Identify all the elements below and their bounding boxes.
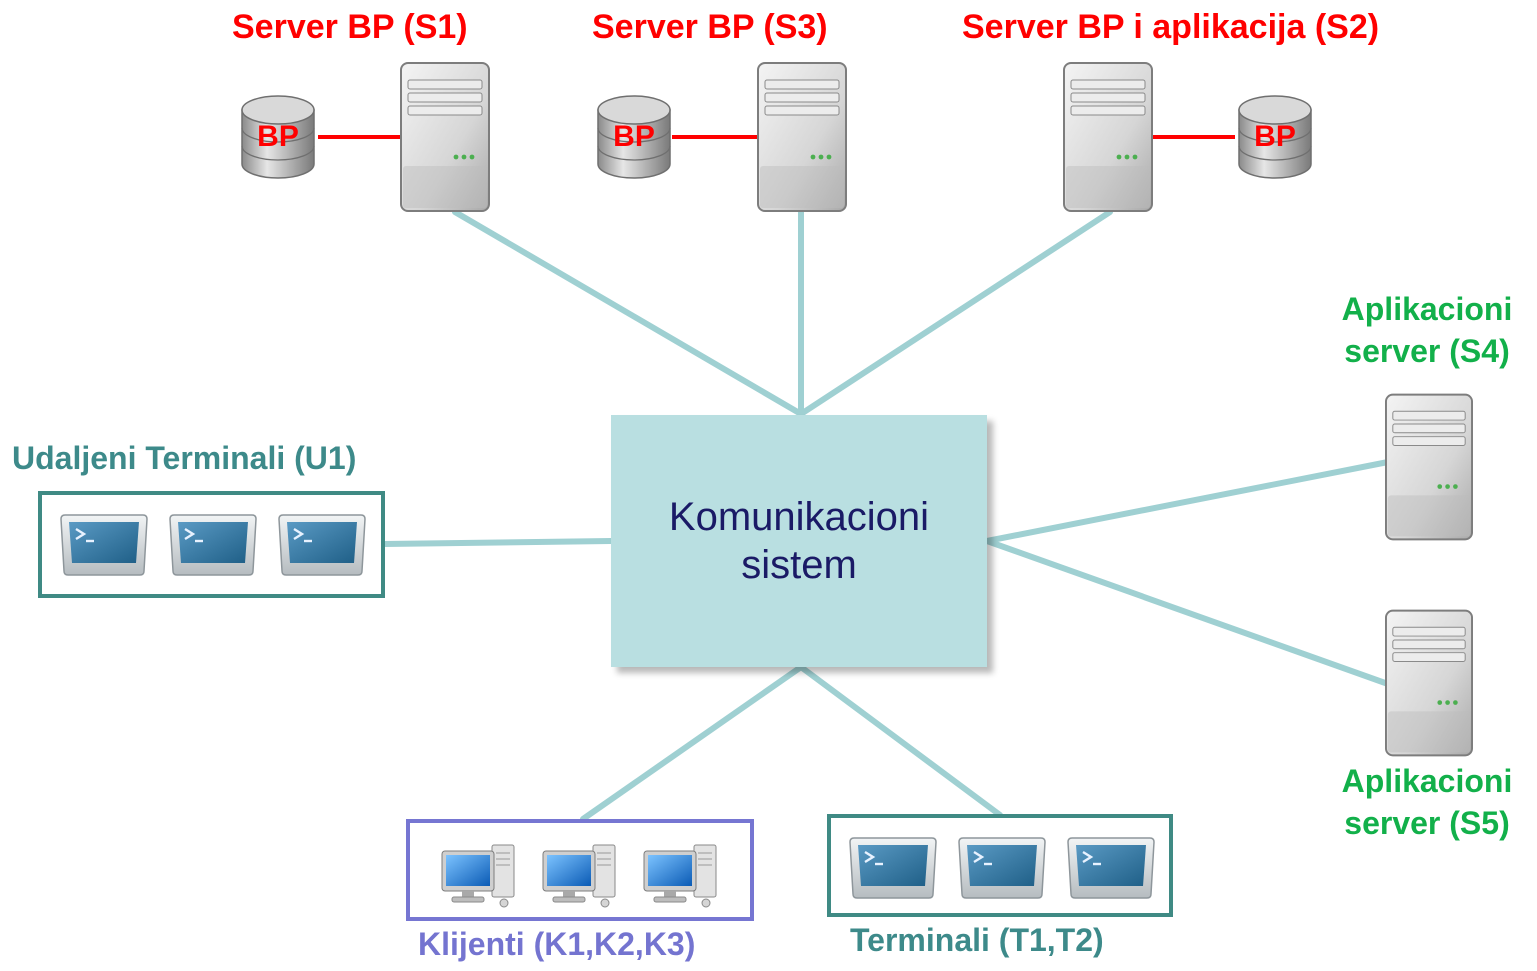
terminal-monitor-icon [167, 513, 259, 579]
link-u1 [382, 538, 614, 547]
server-s2 [1063, 62, 1153, 212]
desktop-computer-icon [541, 841, 621, 911]
hub-label-line2: sistem [741, 543, 857, 587]
terminal-monitor-icon [58, 513, 150, 579]
link-terminals [798, 664, 1003, 818]
hub-label: Komunikacioni sistem [611, 493, 987, 589]
remote-terminals-label: Udaljeni Terminali (U1) [12, 440, 357, 476]
server-s4-label: Aplikacioni server (S4) [1320, 288, 1534, 372]
server-icon [400, 62, 490, 212]
link-s5 [984, 538, 1391, 687]
terminal-monitor-icon [276, 513, 368, 579]
remote-terminals-group [38, 491, 385, 598]
terminal-monitor-icon [956, 836, 1048, 902]
database-s3: BP [594, 92, 674, 182]
server-s3 [757, 62, 847, 212]
server-s5 [1385, 608, 1473, 758]
database-s1-label: BP [257, 120, 299, 153]
link-s4 [984, 459, 1391, 544]
server-icon [1063, 62, 1153, 212]
terminal-monitor-icon [847, 836, 939, 902]
clients-label: Klijenti (K1,K2,K3) [418, 926, 696, 962]
terminals-group [827, 814, 1173, 917]
communication-system-hub: Komunikacioni sistem [611, 415, 987, 667]
server-s4-label-line2: server (S4) [1344, 333, 1510, 369]
clients-group [406, 819, 754, 921]
server-s4 [1385, 392, 1473, 542]
server-s5-label-line1: Aplikacioni [1341, 763, 1513, 799]
link-s1 [452, 209, 804, 417]
hub-label-line1: Komunikacioni [668, 495, 930, 539]
server-s2-label: Server BP i aplikacija (S2) [962, 8, 1380, 46]
database-s3-label: BP [613, 120, 655, 153]
terminal-monitor-icon [1065, 836, 1157, 902]
database-s2: BP [1235, 92, 1315, 182]
server-icon [1385, 392, 1473, 542]
server-s1-label: Server BP (S1) [232, 8, 468, 46]
server-icon [1385, 608, 1473, 758]
server-s1 [400, 62, 490, 212]
database-s2-label: BP [1254, 120, 1296, 153]
desktop-computer-icon [642, 841, 722, 911]
server-s3-label: Server BP (S3) [592, 8, 828, 46]
link-clients [580, 664, 804, 822]
server-s5-label-line2: server (S5) [1344, 805, 1510, 841]
server-icon [757, 62, 847, 212]
link-s2 [798, 209, 1113, 417]
server-s4-label-line1: Aplikacioni [1341, 291, 1513, 327]
terminals-label: Terminali (T1,T2) [850, 922, 1104, 958]
database-s1: BP [238, 92, 318, 182]
desktop-computer-icon [440, 841, 520, 911]
server-s5-label: Aplikacioni server (S5) [1320, 760, 1534, 844]
